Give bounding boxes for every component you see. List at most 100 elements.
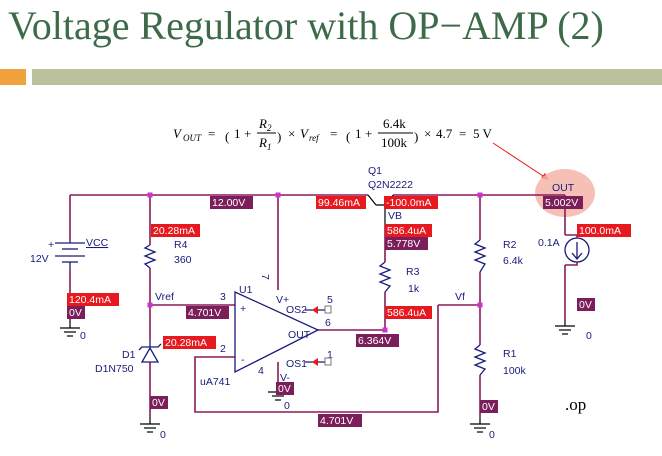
u1-pin7: 7 [259,274,271,280]
eq-equals-3: = [459,126,466,141]
net-vref: Vref [155,291,174,303]
r1-zigzag [473,344,487,376]
ground-label-4: 0 [489,429,495,441]
vcc-value: 12V [30,253,49,265]
tag-v-top: 12.00V [212,197,245,209]
d1-part: D1N750 [95,363,134,375]
r4-value: 360 [174,254,192,266]
u1-minus: - [241,354,245,366]
eq-equals-2: = [330,126,337,141]
tag-v-load-gnd: 0V [579,299,592,311]
eq-times-1: × [288,126,295,141]
u1-os2: OS2 [286,304,307,316]
tag-v-opout: 6.364V [358,335,391,347]
junction-opout [382,327,388,333]
net-vf: Vf [455,291,465,303]
u1-out: OUT [288,329,311,341]
q1-emitter-lead [367,194,377,206]
tag-i-load: 100.0mA [579,225,621,237]
ground-load: 0 [555,320,592,342]
ground-d1: 0 [140,418,166,441]
accent-square [0,69,26,85]
eq-one-2: 1 [355,126,362,141]
os2-pin-box [324,305,332,314]
r2-zigzag [473,239,487,273]
d1-triangle [140,346,160,363]
r3-zigzag [378,261,392,293]
r2-value: 6.4k [503,255,524,267]
os2-marker [312,306,318,314]
resistor-r3: R3 1k [378,261,420,295]
u1-pin3: 3 [220,291,226,303]
eq-r1-sub: 1 [267,142,272,152]
eq-r1: R [258,135,267,150]
eq-r2-sub: 2 [267,123,272,133]
os1-pin-box [324,357,332,366]
wire-feedback [194,305,439,413]
slide-title: Voltage Regulator with OP−AMP (2) [8,3,604,48]
net-out: OUT [552,182,575,194]
eq-den-val: 100k [381,135,408,150]
eq-one-1: 1 [234,126,241,141]
os1-marker [312,358,318,366]
u1-pin1: 1 [327,349,333,361]
tag-i-vb: 586.4uA [387,225,426,237]
eq-vout: V [173,126,183,141]
tag-i-q: -100.0mA [386,197,432,209]
junction-vplus [275,192,281,198]
tag-v-src-gnd: 0V [69,307,82,319]
d1-ref: D1 [122,349,136,361]
i1-arrow [571,252,583,261]
ground-label-1: 0 [80,330,86,342]
eq-num-val: 6.4k [383,116,406,131]
u1-vplus: V+ [276,294,289,306]
eq-plus-2: + [365,126,372,141]
transistor-q1: Q1 Q2N2222 VB [367,165,413,225]
u1-ref: U1 [239,284,253,296]
regulator-equation: V OUT = ( 1 + R 2 R 1 ) × V ref = ( 1 + … [173,116,493,152]
u1-pin2: 2 [220,343,226,355]
tag-i-r4: 20.28mA [153,225,195,237]
tag-v-fb: 4.701V [320,415,353,427]
vcc-source: + VCC 12V [30,237,109,270]
u1-os1: OS1 [286,358,307,370]
resistor-r1: R1 100k [473,344,527,377]
q1-part: Q2N2222 [368,179,413,191]
probe-tags: 12.00V 99.46mA -100.0mA 5.002V 100.0mA 2… [67,196,631,427]
junctions [147,192,483,333]
resistor-r2: R2 6.4k [473,239,524,273]
u1-plus: + [240,303,246,315]
battery-plus-sign: + [48,239,54,251]
u1-part: uA741 [200,376,231,388]
eq-plus-1: + [244,126,251,141]
i1-value: 0.1A [538,237,560,249]
u1-vminus: V- [280,372,290,384]
tag-i-e: 99.46mA [318,197,360,209]
q1-ref: Q1 [368,165,382,177]
r1-value: 100k [503,365,527,377]
eq-result: 5 V [473,126,493,141]
tag-i-d1: 20.28mA [165,337,207,349]
junction-vref [147,302,153,308]
resistor-r4: R4 360 [143,239,192,269]
r4-zigzag [143,244,157,269]
net-vb: VB [388,210,402,222]
ground-symbols: 0 0 0 0 0 [60,320,592,441]
ground-r1: 0 [470,418,495,441]
ground-label-3: 0 [284,400,290,412]
eq-vout-sub: OUT [183,133,202,143]
opamp-u1: U1 uA741 3 2 7 4 6 5 1 + - OS2 OS1 OUT V… [200,274,333,388]
r1-ref: R1 [503,348,517,360]
u1-triangle [234,290,320,374]
tag-i-r3: 586.4uA [387,307,426,319]
r2-ref: R2 [503,239,517,251]
r3-value: 1k [408,283,420,295]
eq-vref-sub: ref [309,133,320,143]
junction-r4 [147,192,153,198]
tag-v-vminus: 0V [278,383,291,395]
junction-vf [477,302,483,308]
ground-label-5: 0 [586,330,592,342]
ground-label-2: 0 [160,429,166,441]
eq-paren-close-1: ) [277,129,281,144]
eq-paren-open-2: ( [346,129,350,144]
